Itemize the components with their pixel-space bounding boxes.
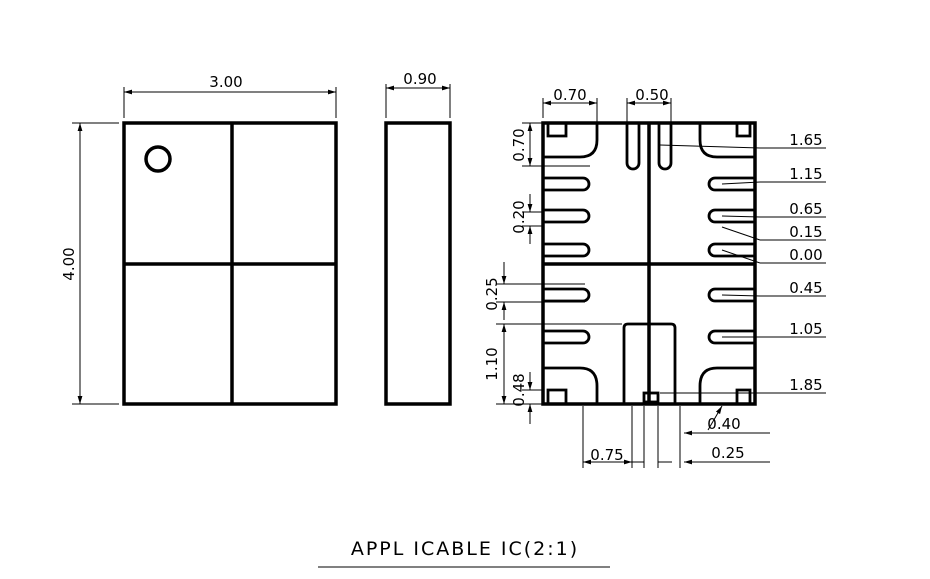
center-pad-width-label: 0.50 <box>635 86 668 104</box>
coordinate-label: 1.85 <box>789 376 822 394</box>
center-exposed-pad <box>622 322 677 404</box>
coordinate-label: 1.05 <box>789 320 822 338</box>
corner-pad <box>698 123 755 159</box>
left-pad <box>543 176 591 192</box>
left-pad <box>543 287 591 303</box>
center-pad-offset-label: 0.75 <box>590 446 623 464</box>
coordinate-label: 0.65 <box>789 200 822 218</box>
coordinate-label: 0.45 <box>789 279 822 297</box>
side-view: 0.90 <box>384 70 452 406</box>
side-view-body <box>384 121 452 406</box>
pad-group <box>543 121 755 406</box>
right-pad <box>707 176 755 192</box>
top-pad <box>625 123 641 171</box>
corner-pad <box>735 388 752 406</box>
coordinate-label: 1.65 <box>789 131 822 149</box>
top-pad-offset-label: 0.70 <box>510 128 528 161</box>
corner-pad <box>698 366 755 404</box>
bottom-right-dimensions: 1.65 1.15 0.65 0.15 0.00 0.45 1.05 1.85 <box>659 131 826 394</box>
caption: APPL ICABLE IC(2:1) <box>318 538 610 568</box>
small-center-pad <box>642 391 660 404</box>
pad-pitch-label: 0.70 <box>553 86 586 104</box>
small-pad-gap-label: 0.25 <box>711 444 744 462</box>
top-pad <box>657 123 673 171</box>
top-height-dimension: 4.00 <box>60 122 119 405</box>
small-pad-width-label: 0.40 <box>707 415 740 433</box>
top-view: 3.00 4.00 <box>60 73 338 406</box>
right-pad <box>707 208 755 224</box>
pin1-marker-icon <box>144 145 172 173</box>
corner-pad <box>735 121 752 138</box>
bottom-left-dimensions: 0.70 0.20 0.25 1.10 0.48 <box>483 122 622 424</box>
left-pad <box>543 329 591 345</box>
side-thickness-label: 0.90 <box>403 70 436 88</box>
right-pad <box>707 242 755 258</box>
bottom-view: 0.70 0.50 0.70 0.20 0.25 1.10 <box>483 86 826 468</box>
top-width-dimension: 3.00 <box>123 73 337 118</box>
caption-text: APPL ICABLE IC(2:1) <box>351 538 579 560</box>
corner-pad <box>543 123 599 159</box>
corner-pad <box>546 121 568 138</box>
corner-pad <box>546 388 568 406</box>
center-pad-height-label: 1.10 <box>483 347 501 380</box>
right-pad <box>707 329 755 345</box>
coordinate-label: 1.15 <box>789 165 822 183</box>
coordinate-leader-line <box>721 249 761 264</box>
pad-width-lower-label: 0.25 <box>483 277 501 310</box>
side-thickness-dimension: 0.90 <box>385 70 451 118</box>
coordinate-leader-line <box>659 144 761 149</box>
corner-pad-label: 0.48 <box>510 373 528 406</box>
left-pad <box>543 242 591 258</box>
coordinate-leader-line <box>721 294 761 297</box>
top-height-label: 4.00 <box>60 247 78 280</box>
right-pad <box>707 287 755 303</box>
corner-pad <box>543 366 599 404</box>
coordinate-label: 0.00 <box>789 246 822 264</box>
coordinate-label: 0.15 <box>789 223 822 241</box>
left-pad <box>543 208 591 224</box>
top-width-label: 3.00 <box>209 73 242 91</box>
pad-width-upper-label: 0.20 <box>510 200 528 233</box>
coordinate-leader-line <box>721 215 761 218</box>
bottom-bottom-dimensions: 0.75 0.40 0.25 <box>582 405 770 468</box>
coordinate-leader-line <box>721 181 761 185</box>
coordinate-leader-line <box>721 226 761 241</box>
bottom-top-dimensions: 0.70 0.50 <box>542 86 672 122</box>
